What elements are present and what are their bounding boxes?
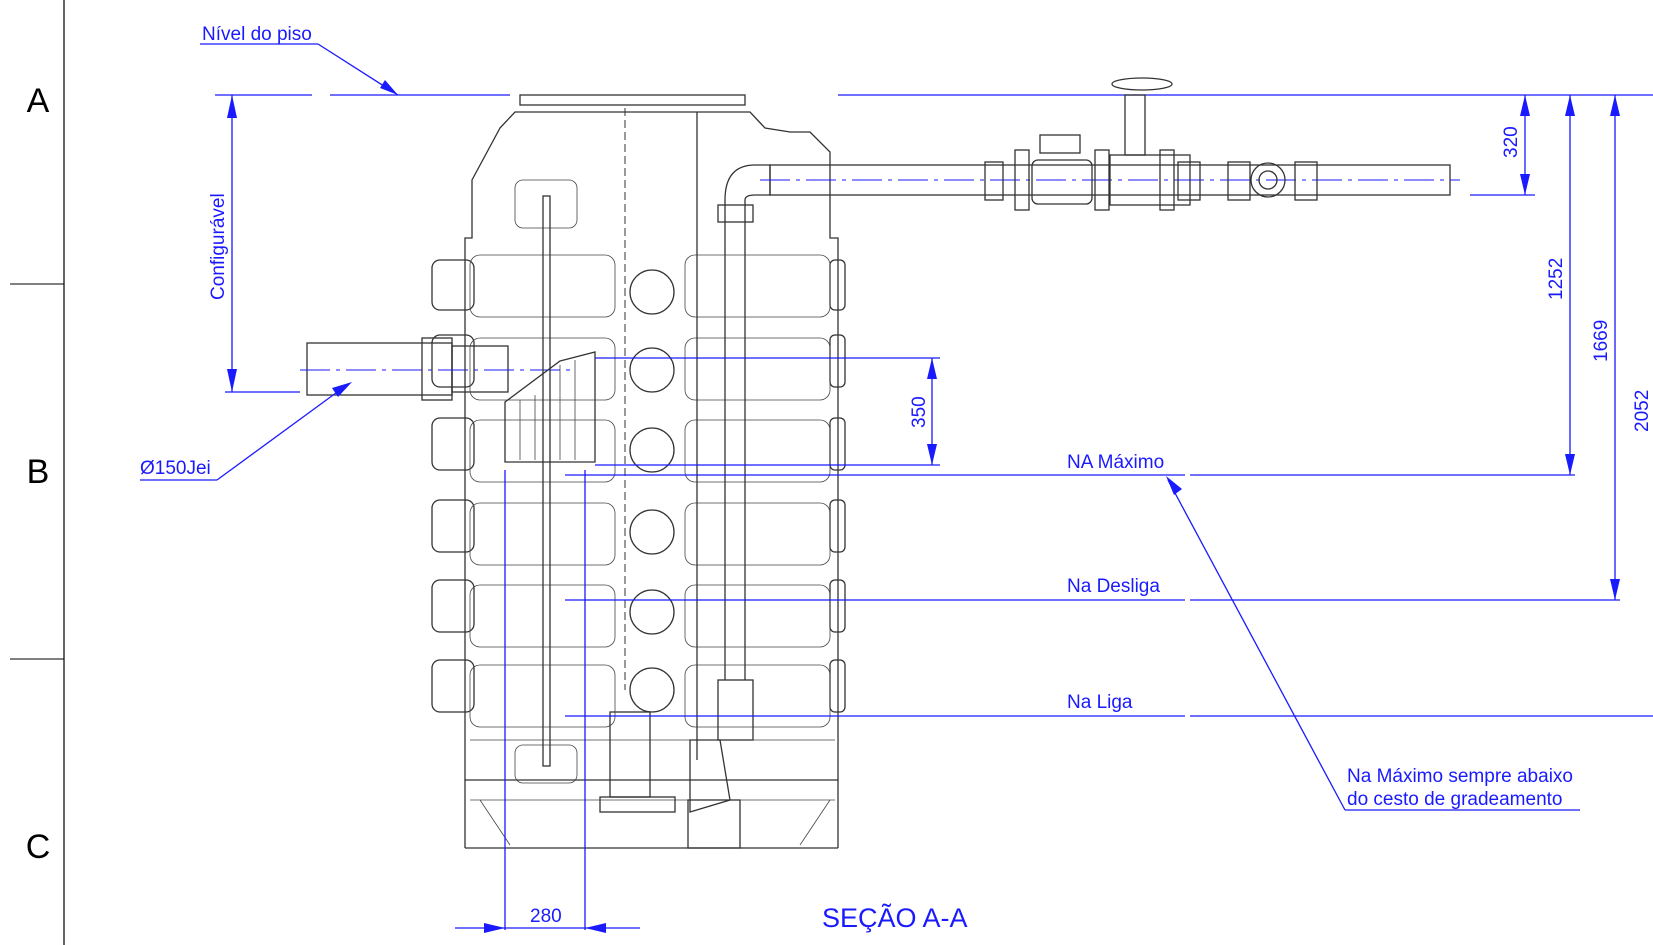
dimension-2052: 2052	[1632, 390, 1653, 432]
dimension-280: 280	[530, 906, 562, 927]
dimension-320: 320	[1501, 126, 1522, 158]
zone-label-a: A	[27, 82, 50, 120]
note-line-2: do cesto de gradeamento	[1347, 789, 1563, 810]
max-level-note: Na Máximo sempre abaixo do cesto de grad…	[1166, 476, 1580, 811]
rod-spacing-dimension: 280	[455, 470, 640, 933]
submersible-pump	[599, 711, 741, 849]
zone-label-c: C	[26, 828, 51, 866]
dimension-1669: 1669	[1591, 320, 1612, 362]
section-title: SEÇÃO A-A	[822, 902, 968, 933]
water-levels: NA Máximo Na Desliga Na Liga	[565, 452, 1653, 717]
dimension-1252: 1252	[1546, 258, 1567, 300]
guide-rod	[504, 195, 596, 767]
title-frame: A B C	[10, 0, 65, 945]
on-level-label: Na Liga	[1067, 692, 1133, 713]
discharge-riser	[696, 112, 771, 760]
note-line-1: Na Máximo sempre abaixo	[1347, 766, 1573, 787]
inlet-diameter-label: Ø150Jei	[140, 458, 211, 479]
max-level-label: NA Máximo	[1067, 452, 1164, 473]
lifting-chain	[624, 108, 675, 713]
inlet-pipe: Ø150Jei	[140, 337, 570, 481]
vertical-dimensions: 320 1252 1669 2052	[1470, 95, 1653, 600]
configurable-dimension: Configurável	[208, 95, 300, 393]
tank-body	[431, 94, 846, 849]
configurable-label: Configurável	[208, 193, 229, 300]
off-level-label: Na Desliga	[1067, 576, 1160, 597]
basket-dimension: 350	[595, 357, 940, 466]
floor-level-label: Nível do piso	[202, 24, 312, 45]
floor-level-line: Nível do piso	[200, 24, 1653, 96]
discharge-line	[760, 77, 1460, 211]
dimension-350: 350	[909, 396, 930, 428]
zone-label-b: B	[27, 453, 50, 491]
